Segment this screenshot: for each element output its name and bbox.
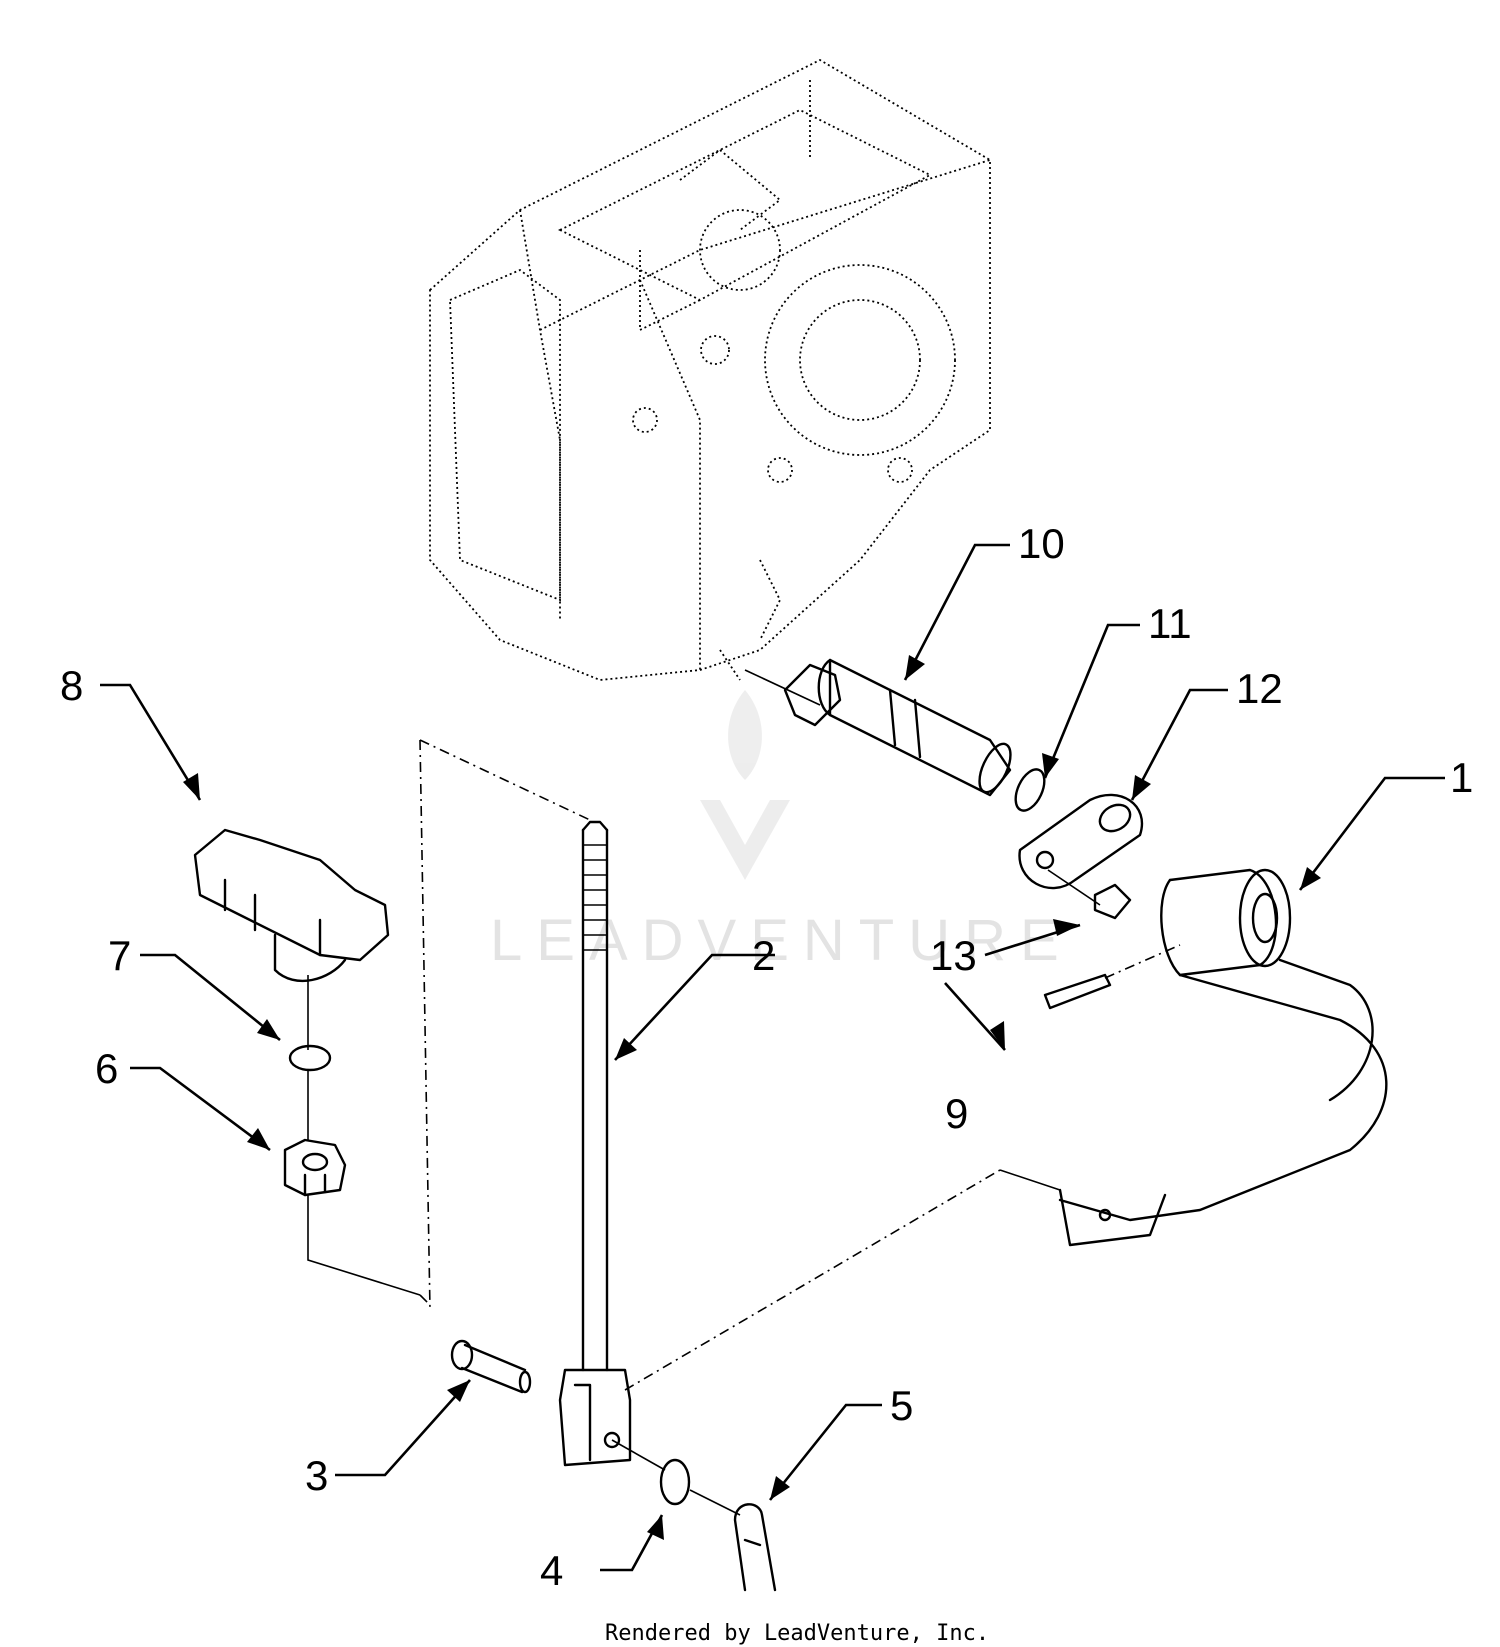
watermark-logo (700, 690, 790, 880)
callout-1: 1 (1450, 754, 1473, 801)
part-12-plate (1018, 793, 1143, 890)
callout-12: 12 (1236, 665, 1283, 712)
part-3-clevis-pin (450, 1339, 532, 1394)
leader-lines (100, 543, 1445, 1572)
part-11-o-ring (1014, 768, 1046, 812)
callout-7: 7 (108, 932, 131, 979)
callout-labels: 1 2 3 4 5 6 7 8 9 10 11 12 13 (60, 520, 1473, 1594)
part-6-nut (283, 1138, 347, 1197)
callout-9: 9 (945, 1090, 968, 1137)
callout-8: 8 (60, 662, 83, 709)
watermark-text: LEADVENTURE (490, 908, 1073, 973)
callout-3: 3 (305, 1452, 328, 1499)
callout-11: 11 (1148, 600, 1192, 647)
transmission-housing (429, 58, 991, 681)
part-1-pedal (999, 868, 1388, 1247)
callout-4: 4 (540, 1547, 563, 1594)
part-8-knob (193, 828, 390, 983)
part-10-cylinder (744, 658, 1012, 797)
callout-10: 10 (1018, 520, 1065, 567)
part-9-pin (1043, 944, 1181, 1010)
part-4-washer (659, 1458, 691, 1506)
callout-2: 2 (752, 932, 775, 979)
callout-6: 6 (95, 1045, 118, 1092)
part-13-bolt (1047, 869, 1132, 920)
part-5-hairpin (733, 1503, 777, 1592)
footer-credit: Rendered by LeadVenture, Inc. (605, 1621, 989, 1646)
part-7-washer (288, 1044, 332, 1072)
part-2-rod (558, 820, 632, 1467)
callout-13: 13 (930, 932, 977, 979)
assembly-lines (307, 739, 1001, 1516)
arrowheads (183, 655, 1321, 1540)
callout-5: 5 (890, 1382, 913, 1429)
